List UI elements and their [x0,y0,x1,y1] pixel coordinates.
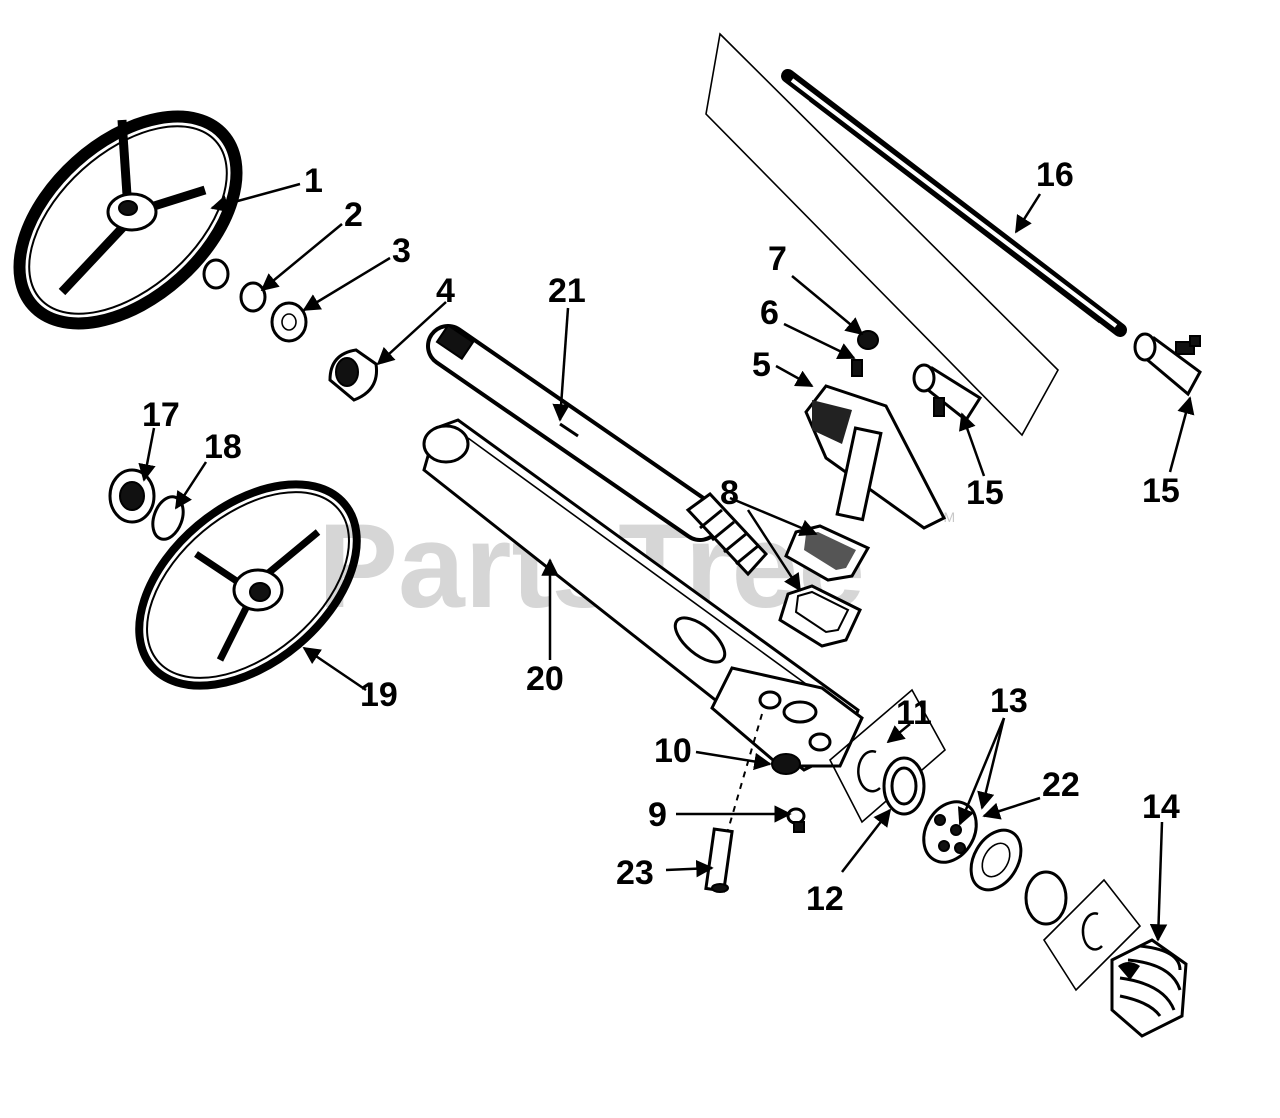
callout-20: 20 [526,660,564,698]
callout-19: 19 [360,676,398,714]
part-8-gasket-upper [784,524,871,582]
part-19-steering-wheel [135,480,361,690]
callout-9: 9 [648,796,667,834]
callout-18: 18 [204,428,242,466]
callout-2: 2 [344,196,363,234]
part-15-ball-joint-right [1133,332,1202,397]
callout-1: 1 [304,162,323,200]
part-17-cap [108,468,156,524]
callout-7: 7 [768,240,787,278]
callout-23: 23 [616,854,654,892]
callout-13: 13 [990,682,1028,720]
part-21-steering-shaft [426,323,769,577]
callout-10: 10 [654,732,692,770]
callout-21: 21 [548,272,586,310]
part-20-column-tube [422,418,864,772]
part-7-nut [857,330,879,350]
callout-17: 17 [142,396,180,434]
part-8-gasket-lower [778,584,862,648]
callout-22: 22 [1042,766,1080,804]
part-10-bushing [771,753,801,775]
callout-11: 11 [896,694,932,732]
part-2-nut [202,258,267,313]
part-14-frame [1042,878,1142,992]
part-16-tie-rod [781,69,1127,337]
part-1-steering-wheel [13,110,243,330]
part-22-race [969,828,1023,892]
callout-8: 8 [720,474,739,512]
part-15-ball-joint-left [912,363,983,423]
callout-6: 6 [760,294,779,332]
part-9-fitting [786,807,806,833]
part-3-washer [270,301,308,343]
part-6-lock-washer [851,359,863,377]
part-5-steering-arm [804,384,947,530]
leader-lines [138,182,1195,942]
callout-16: 16 [1036,156,1074,194]
callout-4: 4 [436,272,455,310]
callout-14: 14 [1142,788,1180,826]
callout-15-left: 15 [966,474,1004,512]
callout-labels: 1 2 3 4 5 6 7 8 9 10 11 12 13 14 15 15 1… [142,156,1180,918]
part-11-12-frame [828,688,947,824]
tie-rod-frame [705,32,1059,437]
callout-15-right: 15 [1142,472,1180,510]
callout-12: 12 [806,880,844,918]
part-12-seal [882,756,926,816]
callout-5: 5 [752,346,771,384]
part-23-pin [704,713,763,893]
part-retainer-ring [1024,870,1068,926]
part-4-bushing [328,348,379,402]
part-14-worm-gear [1110,938,1188,1038]
callout-3: 3 [392,232,411,270]
